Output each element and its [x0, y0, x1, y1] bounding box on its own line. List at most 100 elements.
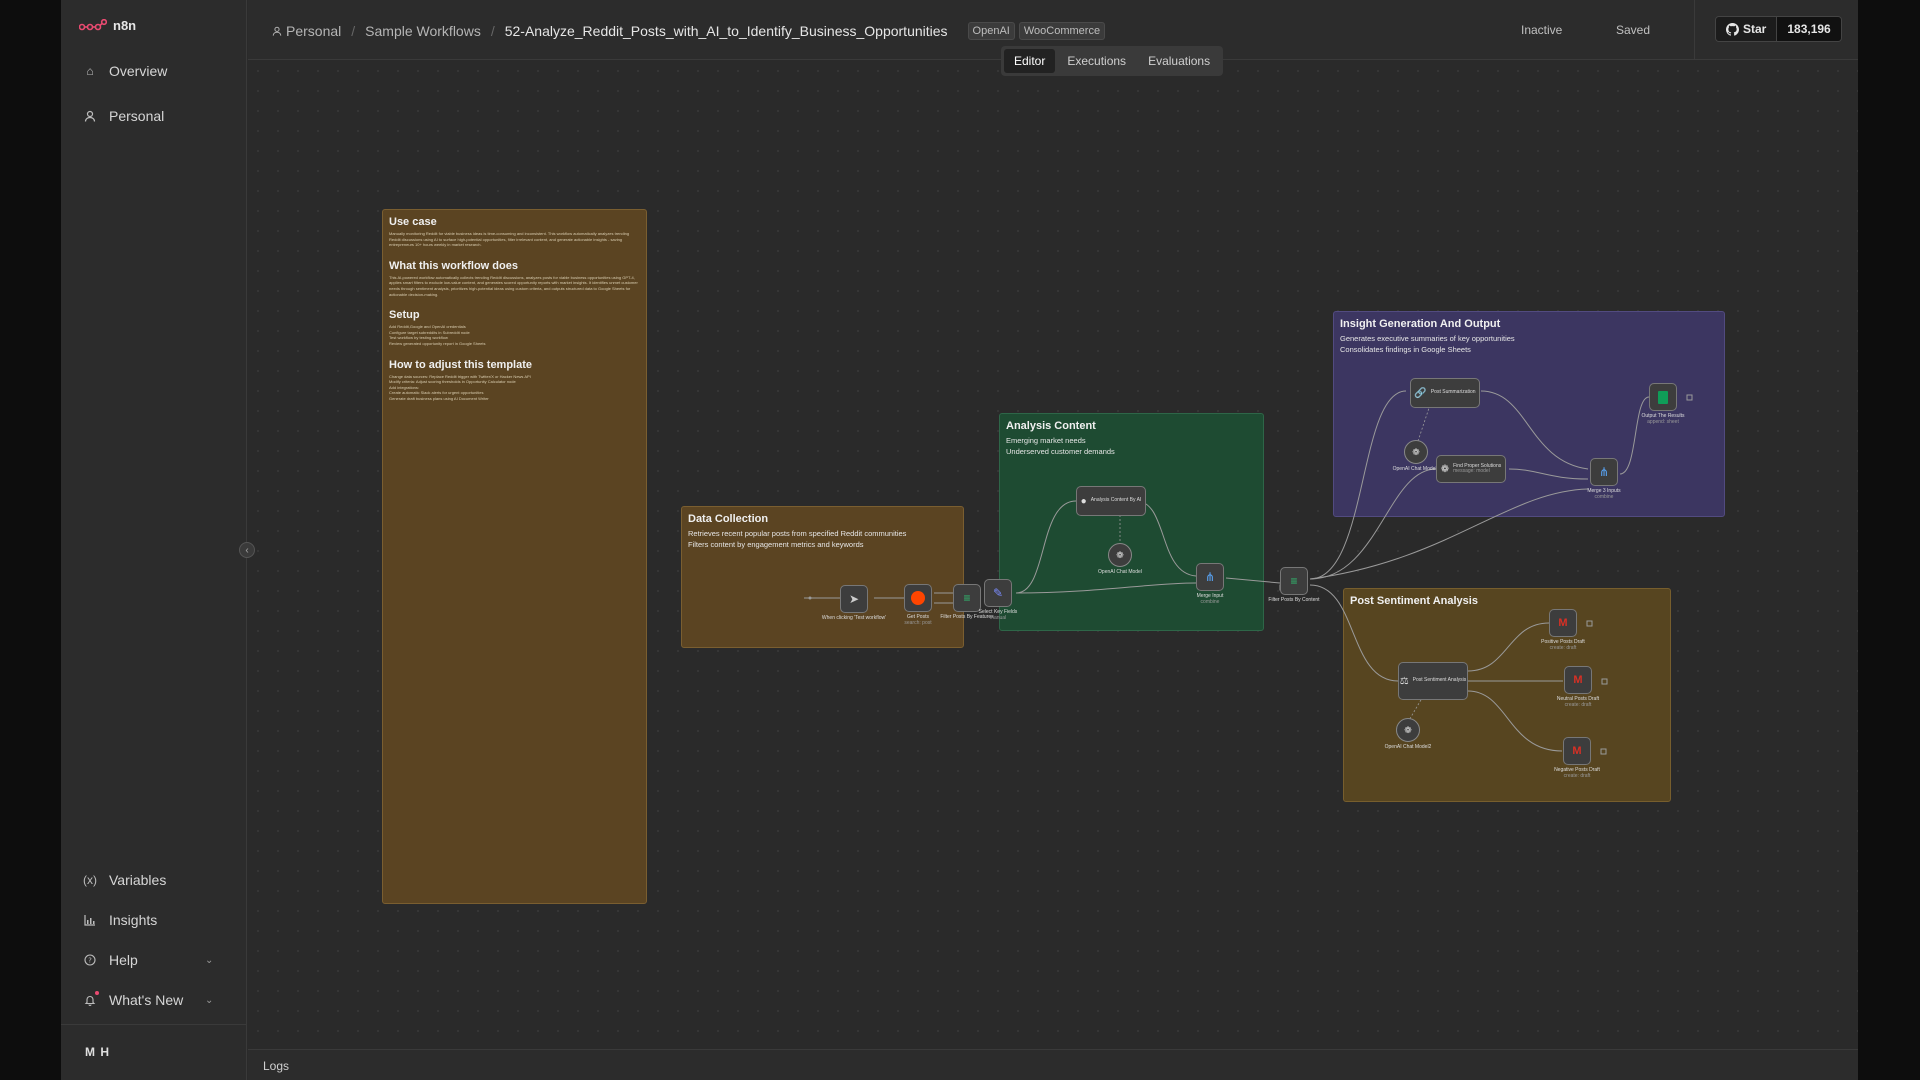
link-icon: 🔗 [1414, 387, 1427, 399]
google-sheets-icon [1658, 390, 1668, 404]
sticky-note-overview[interactable]: Use case Manually monitoring Reddit for … [382, 209, 647, 904]
header-divider [1694, 0, 1695, 60]
openai-icon: ❁ [1404, 724, 1412, 735]
note-title: Analysis Content [1006, 420, 1096, 432]
note-heading-setup: Setup [389, 309, 420, 322]
nav-overview[interactable]: ⌂ Overview [83, 63, 167, 79]
n8n-logo-icon [79, 18, 107, 30]
note-adjust-list: Change data sources: Replace Reddit trig… [389, 374, 640, 402]
tag-woocommerce[interactable]: WooCommerce [1018, 22, 1106, 40]
collapse-sidebar-chevron-left-icon[interactable]: ‹ [239, 542, 255, 558]
github-icon [1726, 22, 1739, 36]
nav-personal[interactable]: Personal [83, 108, 164, 124]
logs-label: Logs [263, 1059, 290, 1073]
svg-text:?: ? [88, 957, 92, 965]
robot-icon: ● [1080, 495, 1087, 507]
node-openai-model[interactable]: ❁ OpenAI Chat Model [1098, 543, 1142, 575]
node-label-sub: manual [989, 615, 1007, 621]
tab-executions[interactable]: Executions [1067, 54, 1127, 68]
tag-openai[interactable]: OpenAI [967, 22, 1015, 40]
breadcrumb-folder[interactable]: Sample Workflows [365, 23, 481, 39]
merge-icon: ⋔ [1204, 570, 1216, 584]
nav-insights[interactable]: Insights [83, 912, 157, 928]
breadcrumb-separator: / [351, 23, 356, 39]
node-label-main: Get Posts [907, 614, 929, 620]
app-logo[interactable]: n8n [79, 18, 136, 33]
node-label-main: Negative Posts Draft [1554, 767, 1600, 773]
nav-personal-label: Personal [109, 108, 165, 124]
node-sentiment-analysis[interactable]: ⚖ Post Sentiment Analysis [1398, 662, 1468, 700]
node-analysis-ai[interactable]: ● Analysis Content By AI [1076, 486, 1146, 516]
node-label-sub: create: draft [1564, 702, 1592, 708]
setup-line: Review generated opportunity report in G… [389, 340, 486, 346]
pencil-icon: ✎ [992, 586, 1004, 600]
note-title: Post Sentiment Analysis [1350, 595, 1478, 607]
nav-variables[interactable]: (x) Variables [83, 872, 166, 888]
app-window: n8n ⌂ Overview Personal (x) Variables In… [61, 0, 1858, 1080]
sticky-note-data-collection[interactable]: Data Collection Retrieves recent popular… [681, 506, 964, 648]
gmail-icon: M [1573, 674, 1583, 686]
node-manual-trigger[interactable]: ➤ When clicking 'Test workflow' [822, 585, 886, 621]
note-setup-list: Add Reddit,Google and OpenAI credentials… [389, 324, 640, 346]
adjust-line: Modify criteria: Adjust scoring threshol… [389, 379, 516, 385]
github-star-button[interactable]: Star 183,196 [1715, 16, 1842, 42]
node-filter-content[interactable]: ≡ Filter Posts By Content [1268, 567, 1320, 603]
node-label-main: Merge Input [1196, 593, 1224, 599]
user-icon [272, 26, 282, 36]
notification-dot [95, 991, 99, 995]
nav-help-label: Help [109, 952, 138, 968]
whats-new-chevron-down-icon[interactable]: ⌄ [205, 995, 214, 1006]
note-line: Underserved customer demands [1006, 447, 1115, 457]
github-star-count: 183,196 [1776, 17, 1841, 41]
breadcrumb-personal[interactable]: Personal [272, 23, 341, 39]
node-label-main: Select Key Fields [978, 609, 1018, 615]
node-filter-features[interactable]: ≡ Filter Posts By Features [940, 584, 994, 620]
active-status[interactable]: Inactive [1521, 23, 1563, 37]
home-icon: ⌂ [86, 64, 94, 78]
logs-panel[interactable]: Logs [248, 1049, 1858, 1080]
tab-editor[interactable]: Editor [1004, 49, 1056, 73]
help-chevron-down-icon[interactable]: ⌄ [205, 955, 214, 966]
node-label: Filter Posts By Features [940, 614, 994, 620]
nav-whats-new[interactable]: What's New [83, 991, 183, 1008]
view-tabs: Editor Executions Evaluations [1001, 46, 1224, 76]
workflow-canvas[interactable]: Use case Manually monitoring Reddit for … [248, 61, 1858, 1049]
gmail-icon: M [1572, 745, 1582, 757]
sidebar-divider [61, 1024, 247, 1025]
adjust-line: Create automatic Slack alerts for urgent… [389, 390, 484, 396]
workflow-name[interactable]: 52-Analyze_Reddit_Posts_with_AI_to_Ident… [504, 23, 948, 39]
node-openai-model1[interactable]: ❁ OpenAI Chat Model1 [1393, 440, 1439, 472]
node-label-main: Output The Results [1641, 413, 1685, 419]
note-heading-use-case: Use case [389, 216, 437, 228]
node-openai-model2[interactable]: ❁ OpenAI Chat Model2 [1385, 718, 1431, 750]
note-title: Insight Generation And Output [1340, 318, 1501, 330]
nav-overview-label: Overview [109, 63, 168, 79]
user-icon [83, 109, 97, 123]
setup-line: Add Reddit,Google and OpenAI credentials [389, 324, 466, 330]
nav-help[interactable]: ? Help [83, 952, 138, 968]
node-label: OpenAI Chat Model [1098, 569, 1142, 575]
tab-evaluations[interactable]: Evaluations [1148, 54, 1211, 68]
openai-icon: ❁ [1440, 463, 1450, 475]
user-avatar[interactable]: M H [85, 1045, 110, 1059]
github-star[interactable]: Star [1716, 17, 1777, 41]
node-label-sub: combine [1200, 599, 1220, 605]
note-line: Filters content by engagement metrics an… [688, 540, 864, 550]
scale-icon: ⚖ [1399, 675, 1409, 687]
note-line: Consolidates findings in Google Sheets [1340, 345, 1471, 355]
note-heading-adjust: How to adjust this template [389, 358, 533, 371]
bar-chart-icon [83, 913, 97, 927]
node-post-summarization[interactable]: 🔗 Post Summarization [1410, 378, 1480, 408]
node-label-sub: combine [1594, 494, 1614, 500]
cursor-click-icon: ➤ [848, 592, 860, 606]
